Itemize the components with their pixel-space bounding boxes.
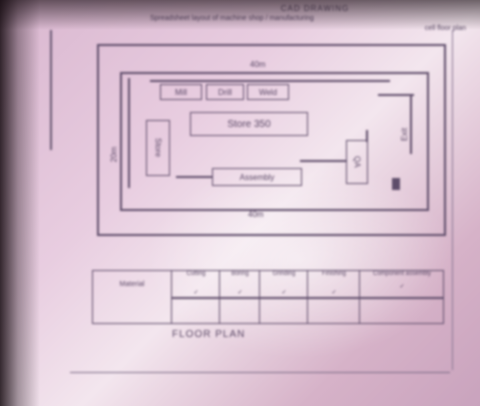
process-table: Material Cutting ✓ Boring ✓ Grinding ✓ Fini…: [92, 270, 444, 324]
flow-arrow-1: [176, 176, 212, 178]
header-title: CAD DRAWING: [280, 4, 350, 13]
page-edge: [452, 30, 453, 370]
box-weld: Weld: [247, 84, 289, 100]
exit-marker: [392, 178, 400, 190]
table-row-divider: [171, 297, 443, 299]
header-subtitle: Spreadsheet layout of machine shop / man…: [150, 15, 314, 22]
box-qa: QA: [346, 140, 368, 184]
flow-arrow-3: [366, 130, 368, 142]
left-arrow-line: [128, 78, 130, 188]
bottom-rule: [70, 372, 450, 373]
table-material-cell: Material: [119, 281, 145, 288]
table-header-cutting: Cutting: [186, 271, 206, 277]
table-header-grinding: Grinding: [272, 271, 296, 277]
box-drill: Drill: [206, 84, 244, 100]
table-check-4: ✓: [331, 290, 337, 296]
header: CAD DRAWING Spreadsheet layout of machin…: [150, 4, 480, 34]
flow-arrow-2: [300, 160, 346, 162]
right-arrow-line: [378, 94, 414, 96]
box-store-350: Store 350: [190, 112, 308, 136]
right-label: Exit: [400, 127, 410, 142]
drawing-caption: FLOOR PLAN: [172, 329, 246, 340]
top-arrow-line: [150, 80, 390, 82]
table-check-1: ✓: [193, 290, 199, 296]
table-check-3: ✓: [281, 290, 287, 296]
top-dimension: 40m: [250, 60, 266, 69]
left-dimension: 20m: [109, 146, 119, 163]
right-vertical-line: [410, 94, 412, 154]
table-header-boring: Boring: [231, 271, 249, 277]
margin-line: [50, 30, 52, 150]
box-assembly: Assembly: [212, 168, 302, 186]
table-check-5: ✓: [399, 284, 405, 290]
table-check-2: ✓: [237, 290, 243, 296]
header-subtitle-2: cell floor plan: [424, 25, 466, 32]
box-store: Store: [146, 120, 170, 176]
table-header-assembly: Component assembly: [372, 271, 432, 277]
box-mill: Mill: [160, 84, 202, 100]
bottom-dimension: 40m: [248, 210, 264, 219]
table-header-finishing: Finishing: [321, 271, 346, 277]
